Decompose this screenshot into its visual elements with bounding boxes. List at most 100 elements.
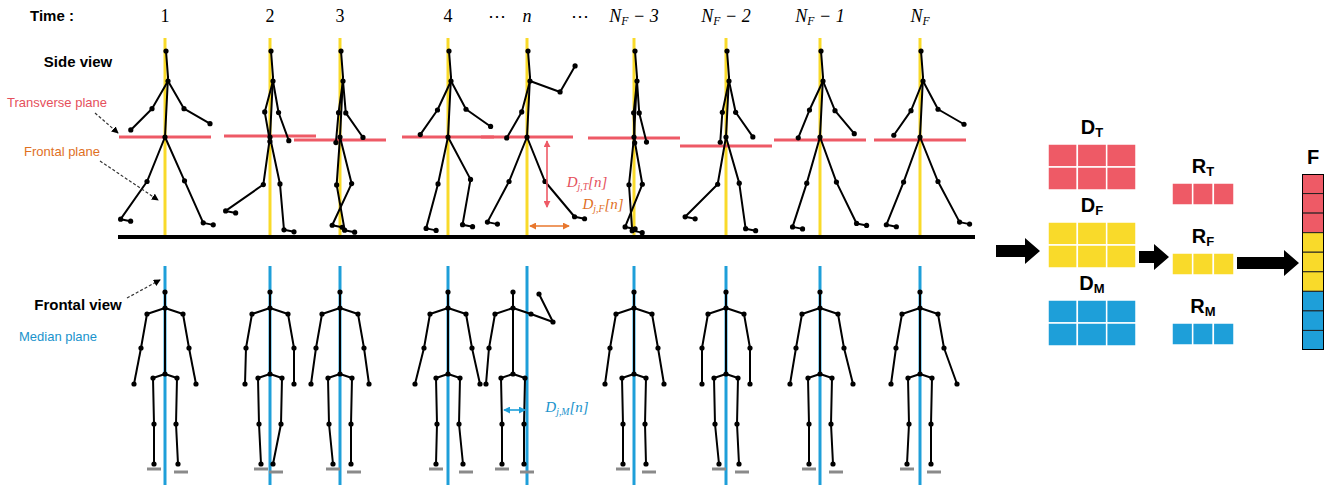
frontal-figure-joint <box>348 421 353 426</box>
frontal-figure-joint <box>150 375 155 380</box>
frontal-figure-bone <box>616 308 634 314</box>
frontal-figure-joint <box>131 381 136 386</box>
frontal-figure-bone <box>322 308 340 314</box>
side-figure-bone <box>560 66 575 92</box>
matrix-cell <box>1077 300 1106 323</box>
flow-arrow <box>996 238 1040 264</box>
frame-number: 3 <box>336 6 345 27</box>
side-figure-joint <box>434 228 439 233</box>
flow-arrow <box>1237 250 1299 276</box>
frontal-figure-bone <box>258 378 259 424</box>
view-title: Frontal view <box>34 296 122 313</box>
frontal-figure-bone <box>358 314 364 348</box>
matrix-label: DF <box>1081 194 1103 216</box>
matrix-cell <box>1172 323 1193 345</box>
foot-mark <box>520 471 534 474</box>
side-figure-joint <box>632 140 637 145</box>
frontal-figure-bone <box>489 314 495 348</box>
subscript: F <box>713 15 720 28</box>
subscript: F <box>621 15 628 28</box>
frontal-figure-bone <box>293 348 295 384</box>
frontal-figure-joint <box>619 375 624 380</box>
matrix-grid <box>1048 222 1136 268</box>
side-figure-joint <box>633 226 638 231</box>
frontal-figure-joint <box>445 289 450 294</box>
matrix-cell <box>1193 323 1214 345</box>
frontal-view-figure <box>787 289 855 472</box>
frontal-figure-joint <box>255 375 260 380</box>
frontal-figure-bone <box>622 378 623 424</box>
frontal-figure-joint <box>711 375 716 380</box>
foot-mark <box>147 468 161 471</box>
frontal-figure-joint <box>193 381 198 386</box>
frontal-view-figure <box>308 289 371 472</box>
side-figure-joint <box>445 134 450 139</box>
frontal-figure-bone <box>364 348 369 384</box>
subscript: F <box>922 15 929 28</box>
frontal-figure-bone <box>486 348 489 384</box>
frame-number: n <box>523 6 532 27</box>
frontal-figure-joint <box>243 345 248 350</box>
side-figure-bone <box>168 81 184 109</box>
matrix-cell <box>1107 144 1136 167</box>
frontal-view-figure <box>483 289 555 472</box>
side-figure-joint <box>644 139 649 144</box>
side-figure-joint <box>485 220 490 225</box>
frontal-figure-bone <box>726 308 744 314</box>
frontal-figure-joint <box>787 381 792 386</box>
frontal-figure-joint <box>522 375 527 380</box>
frontal-figure-bone <box>147 308 165 314</box>
frontal-figure-joint <box>917 289 922 294</box>
frame-number: NF − 2 <box>701 6 750 27</box>
frontal-figure-bone <box>605 348 610 384</box>
side-figure-joint <box>334 182 339 187</box>
frontal-figure-bone <box>907 424 909 464</box>
side-figure-bone <box>451 81 466 109</box>
frontal-figure-bone <box>153 378 154 424</box>
frontal-figure-bone <box>645 424 646 464</box>
frontal-figure-joint <box>325 375 330 380</box>
foot-mark <box>735 471 749 474</box>
side-figure-joint <box>640 182 645 187</box>
side-figure-joint <box>468 177 473 182</box>
side-figure-bone <box>184 109 210 124</box>
frontal-figure-joint <box>445 371 450 376</box>
side-figure-joint <box>804 181 809 186</box>
side-figure-joint <box>572 214 577 219</box>
frontal-figure-bone <box>920 308 938 314</box>
side-figure-joint <box>582 216 587 221</box>
frontal-figure-bone <box>919 308 921 374</box>
matrix-grid <box>1172 183 1234 205</box>
side-figure-joint <box>281 227 286 232</box>
matrix-label: F <box>1307 146 1319 168</box>
frontal-figure-joint <box>805 375 810 380</box>
frontal-figure-joint <box>492 311 497 316</box>
frontal-figure-joint <box>906 421 911 426</box>
side-figure-joint <box>519 109 524 114</box>
side-figure-bone <box>166 51 168 77</box>
frontal-figure-bone <box>944 348 957 384</box>
frontal-figure-bone <box>252 308 270 314</box>
side-figure-joint <box>470 224 475 229</box>
frontal-figure-bone <box>134 348 141 384</box>
frontal-figure-bone <box>311 348 316 384</box>
matrix-block: DF <box>1048 194 1136 268</box>
frontal-figure-bone <box>183 314 189 348</box>
side-view-figure <box>418 48 494 233</box>
side-figure-bone <box>894 111 911 136</box>
side-figure-bone <box>131 109 152 130</box>
side-figure-joint <box>790 224 795 229</box>
side-figure-bone <box>923 81 938 109</box>
side-figure-bone <box>147 137 165 182</box>
ellipsis: ⋯ <box>571 6 589 27</box>
side-figure-joint <box>352 230 357 235</box>
side-figure-joint <box>118 217 123 222</box>
distance-annotations <box>95 113 569 410</box>
frontal-figure-bone <box>701 348 703 384</box>
frontal-figure-joint <box>326 421 331 426</box>
matrix-cell <box>1302 174 1324 194</box>
frontal-figure-joint <box>736 461 741 466</box>
side-figure-joint <box>463 107 468 112</box>
frontal-figure-bone <box>164 308 166 374</box>
